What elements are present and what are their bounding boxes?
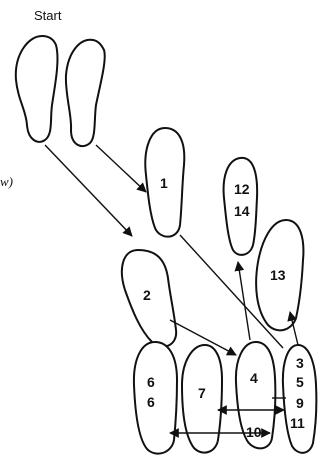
- step-label-13: 13: [270, 267, 286, 283]
- step-label-4: 4: [250, 370, 258, 386]
- step-label-3: 3: [296, 355, 304, 371]
- step-label-11: 11: [290, 415, 305, 431]
- step-label-1: 1: [160, 175, 168, 191]
- arrow-start-to-1: [96, 145, 146, 192]
- step-label-9: 9: [296, 395, 304, 411]
- step-label-7: 7: [198, 385, 206, 401]
- start-left-foot: [16, 36, 58, 142]
- step-label-12: 12: [234, 181, 250, 197]
- start-label: Start: [34, 8, 62, 23]
- step-label-6a: 6: [147, 374, 155, 390]
- step-label-5: 5: [296, 374, 304, 390]
- start-right-foot: [66, 40, 105, 146]
- step-label-10: 10: [246, 424, 262, 440]
- arrow-start-to-2: [45, 145, 132, 236]
- step-label-6b: 6: [147, 394, 155, 410]
- edge-note: w): [0, 174, 13, 189]
- step-label-2: 2: [143, 287, 151, 303]
- step-label-14: 14: [234, 203, 250, 219]
- footprint-6: [134, 342, 177, 454]
